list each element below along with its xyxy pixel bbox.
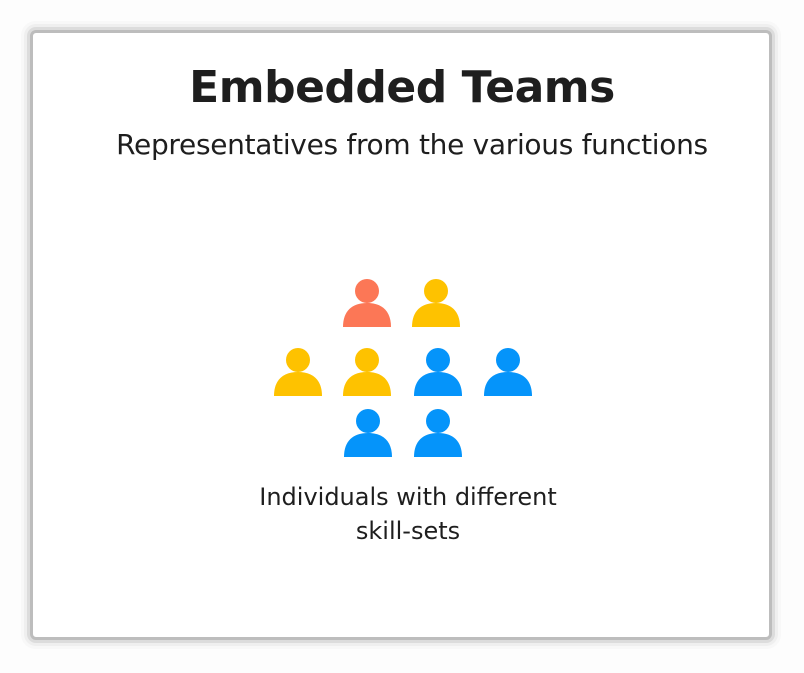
person-icon [413, 408, 463, 458]
caption-line-2: skill-sets [355, 517, 461, 545]
person-icon [343, 408, 393, 458]
caption-line-1: Individuals with different [259, 483, 557, 511]
person-icon [413, 347, 463, 397]
slide-title: Embedded Teams [189, 62, 615, 113]
person-icon [273, 347, 323, 397]
slide-card [30, 30, 772, 640]
caption: Individuals with different skill-sets [200, 480, 616, 548]
person-icon [411, 278, 461, 328]
slide-subtitle: Representatives from the various functio… [116, 128, 708, 161]
person-icon [342, 278, 392, 328]
person-icon [342, 347, 392, 397]
person-icon [483, 347, 533, 397]
